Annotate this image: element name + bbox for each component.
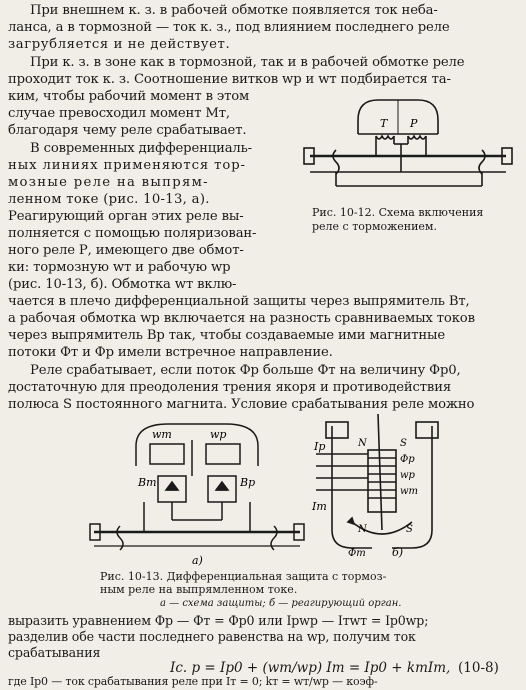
- label-it: Iт: [311, 500, 327, 513]
- label-s-bottom: S: [406, 524, 413, 535]
- text-line: Реле срабатывает, если поток Фр больше Ф…: [30, 363, 461, 378]
- label-ip: Iр: [313, 440, 325, 453]
- figure-10-12-caption: Рис. 10-12. Схема включения: [312, 206, 484, 219]
- text-line: благодаря чему реле срабатывает.: [8, 123, 247, 138]
- text-line: срабатывания: [8, 645, 101, 660]
- text-line: ланса, а в тормозной — ток к. з., под вл…: [8, 20, 450, 35]
- equation-number: (10-8): [458, 660, 499, 676]
- label-w-t: wт: [400, 486, 418, 497]
- figure-10-13-caption: ным реле на выпрямленном токе.: [100, 583, 298, 596]
- text-line: проходит ток к. з. Соотношение витков wр…: [8, 72, 451, 87]
- text-line: выразить уравнением Фр — Фт = Фр0 или Iр…: [8, 613, 429, 628]
- text-line: а рабочая обмотка wр включается на разно…: [8, 311, 475, 326]
- text-line: достаточную для преодоления трения якоря…: [8, 380, 452, 395]
- label-bp: Вр: [239, 476, 255, 489]
- figure-10-12-caption: реле с торможением.: [312, 220, 437, 233]
- label-n-top: N: [357, 438, 368, 449]
- figure-10-13-caption: Рис. 10-13. Дифференциальная защита с то…: [100, 570, 387, 583]
- label-phi-p: Фр: [400, 454, 415, 465]
- text-line: потоки Фт и Фр имели встречное направлен…: [8, 345, 333, 360]
- text-line: ного реле Р, имеющего две обмот-: [8, 243, 244, 258]
- label-p: Р: [409, 117, 418, 130]
- label-b: б): [392, 546, 403, 559]
- text-line: ким, чтобы рабочий момент в этом: [8, 89, 250, 104]
- label-s-top: S: [400, 438, 407, 449]
- text-line: полюса S постоянного магнита. Условие ср…: [8, 397, 475, 412]
- label-w-p: wр: [400, 470, 416, 481]
- label-wp: wр: [210, 428, 226, 441]
- label-phi-t: Фт: [348, 548, 366, 559]
- text-line: где Iр0 — ток срабатывания реле при Iт =…: [8, 676, 378, 688]
- label-a: а): [192, 554, 203, 567]
- text-line: случае превосходил момент Мт,: [8, 106, 230, 121]
- text-line: чается в плечо дифференциальной защиты ч…: [8, 294, 470, 309]
- text-line: ки: тормозную wт и рабочую wр: [8, 260, 231, 275]
- figure-10-13-subcaption: а — схема защиты; б — реагирующий орган.: [160, 598, 402, 609]
- figure-10-13a-diagram: wт wр Вт Вр а): [89, 423, 305, 567]
- text-line: разделив обе части последнего равенства …: [8, 629, 416, 644]
- label-bt: Вт: [137, 476, 157, 489]
- figure-10-12-diagram: Т Р: [303, 99, 513, 187]
- text-line: Реагирующий орган этих реле вы-: [8, 209, 244, 224]
- label-n-bottom: N: [357, 524, 368, 535]
- formula: Iс. р = Iр0 + (wт/wр) Iт = Iр0 + kтIт,: [170, 660, 451, 676]
- text-line: ленном токе (рис. 10-13, а).: [8, 192, 210, 207]
- text-line: загрубляется и не действует.: [8, 37, 231, 52]
- label-wt: wт: [152, 428, 172, 441]
- text-line: мозные реле на выпрям-: [8, 175, 209, 190]
- text-line: полняется с помощью поляризован-: [8, 226, 257, 241]
- figure-10-13b-diagram: N S Iр Фр wр wт Iт N S Фт б): [311, 413, 439, 559]
- text-line: (рис. 10-13, б). Обмотка wт вклю-: [8, 277, 237, 292]
- text-line: При к. з. в зоне как в тормозной, так и …: [30, 55, 465, 70]
- text-line: через выпрямитель Вр так, чтобы создавае…: [8, 328, 446, 343]
- text-line: ных линиях применяются тор-: [8, 158, 246, 173]
- label-t: Т: [380, 117, 389, 130]
- text-line: В современных дифференциаль-: [30, 141, 252, 156]
- text-line: При внешнем к. з. в рабочей обмотке появ…: [30, 3, 438, 18]
